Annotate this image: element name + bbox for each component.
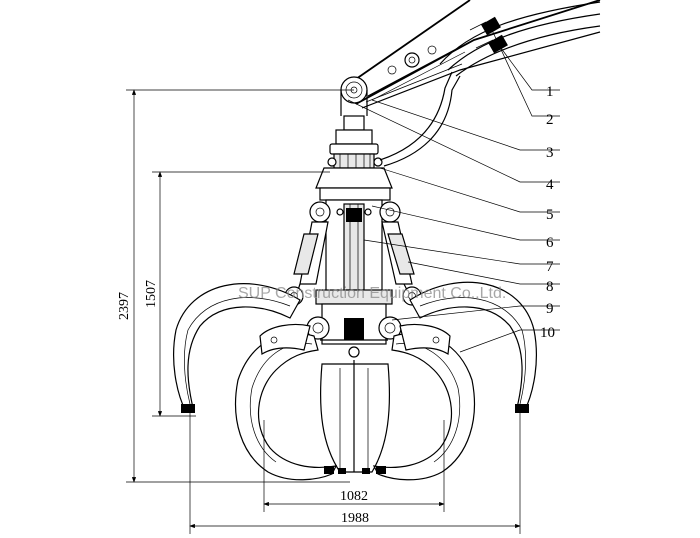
callout-4: 4: [546, 177, 554, 193]
callout-1: 1: [546, 84, 554, 100]
callout-10: 10: [540, 325, 555, 341]
hydraulic-cylinders: [273, 201, 439, 345]
inner-tines: [234, 323, 476, 481]
callout-2: 2: [546, 112, 554, 128]
callout-6: 6: [546, 235, 554, 251]
callout-7: 7: [546, 259, 554, 275]
dimension-lines: [126, 89, 521, 534]
boom-arm: [345, 0, 601, 109]
dimension-outer-width: 1988: [341, 511, 369, 526]
center-body: [315, 199, 393, 474]
callout-3: 3: [546, 145, 554, 161]
dimension-overall-height: 2397: [117, 292, 132, 320]
watermark-text: SUP Construction Equipment Co.,Ltd.: [238, 285, 506, 302]
outer-tines: [173, 281, 537, 413]
callout-leaders: [347, 27, 560, 353]
dimension-grab-height: 1507: [144, 280, 159, 308]
callout-8: 8: [546, 279, 554, 295]
callout-9: 9: [546, 301, 554, 317]
rotator-head: [315, 71, 461, 201]
dimension-inner-width: 1082: [340, 489, 368, 504]
callout-5: 5: [546, 207, 554, 223]
